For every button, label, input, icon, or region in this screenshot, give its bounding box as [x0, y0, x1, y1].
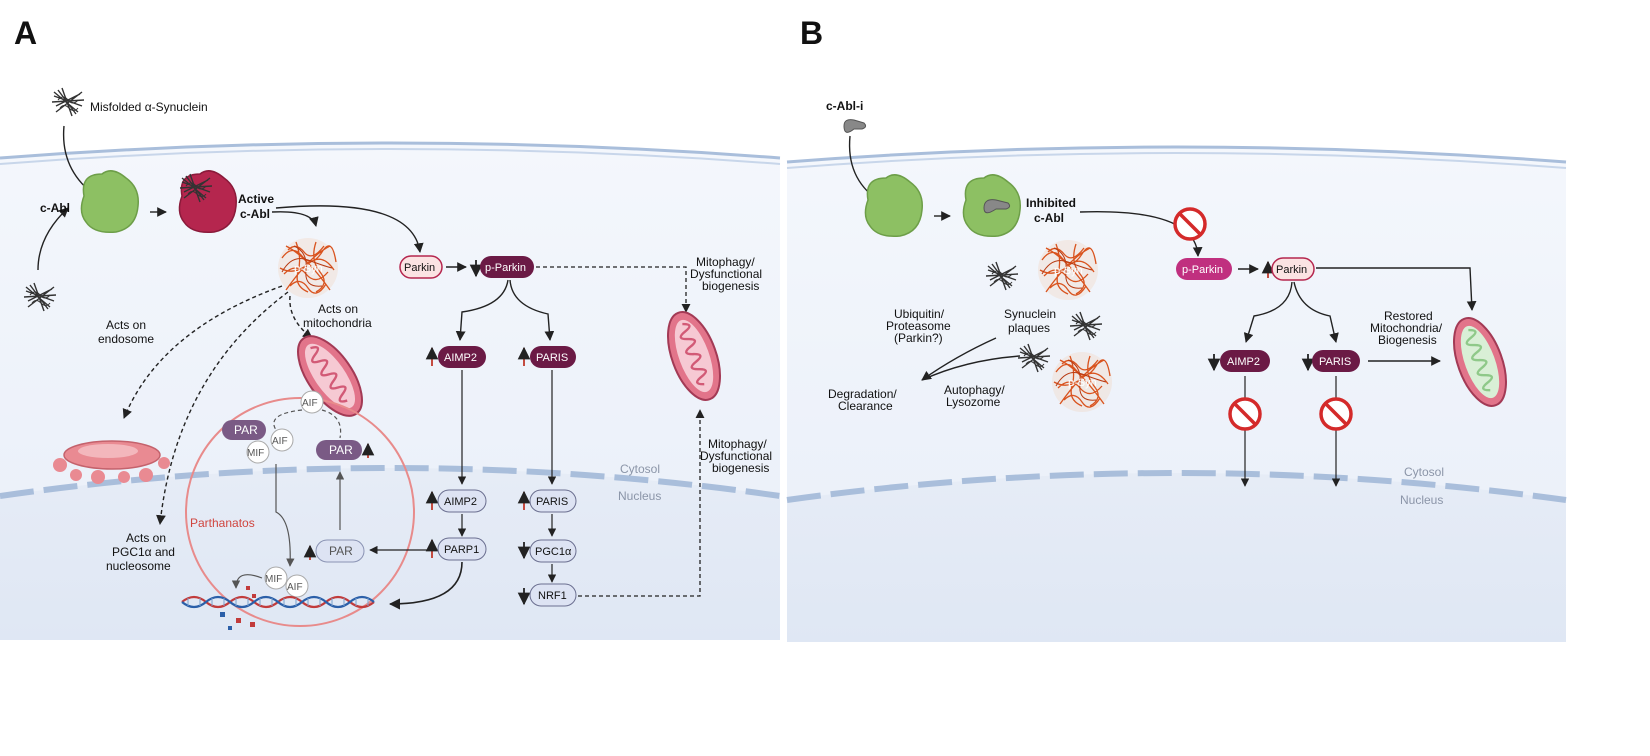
ubiquitin-label-1: Ubiquitin/ [894, 307, 945, 321]
degradation-label-2: Clearance [838, 399, 893, 413]
paris-nuc-pill [529, 489, 577, 513]
paris-cyto-pill [530, 346, 576, 368]
mitophagy-bot-1: Mitophagy/ [708, 437, 767, 451]
paris-nuc-label: PARIS [536, 496, 568, 508]
aimp2-nuc-label: AIMP2 [444, 496, 477, 508]
par-right-label: PAR [329, 443, 353, 457]
nucleus-label-b: Nucleus [1400, 493, 1443, 507]
cytosol-label-b: Cytosol [1404, 465, 1444, 479]
acts-on-pgc-label-2: PGC1α and [112, 545, 175, 559]
ubiquitin-label-2: Proteasome [886, 319, 951, 333]
synuclein-plaques-label-1: Synuclein [1004, 307, 1056, 321]
p-syn-label: p-Syn [294, 263, 323, 275]
inhibitor-icon [983, 199, 1011, 214]
inhibition-icon [1173, 207, 1207, 241]
c-abl-protein-icon [80, 170, 139, 234]
dna-fragments-icon [220, 586, 256, 630]
degradation-label-1: Degradation/ [828, 387, 897, 401]
nucleus-region-b [787, 473, 1566, 642]
nrf1-pill [529, 583, 577, 607]
active-label-1: Active [238, 192, 274, 206]
restored-label-1: Restored [1384, 309, 1433, 323]
p-parkin-b-pill [1176, 258, 1232, 280]
cytosol-label-a: Cytosol [620, 462, 660, 476]
aimp2-cyto-label: AIMP2 [444, 352, 477, 364]
aimp2-b-pill [1220, 350, 1270, 372]
misfolded-synuclein-label: Misfolded α-Synuclein [90, 100, 208, 114]
inhibited-label-2: c-Abl [1034, 211, 1064, 225]
restored-label-3: Biogenesis [1378, 333, 1437, 347]
acts-on-mito-label-1: Acts on [318, 302, 358, 316]
paris-b-pill [1312, 350, 1360, 372]
aimp2-b-label: AIMP2 [1227, 356, 1260, 368]
pgc1a-pill [529, 539, 577, 563]
mitophagy-top-2: Dysfunctional [690, 267, 762, 281]
aif-top-label: AIF [302, 398, 318, 409]
p-syn-b-label-2: p-Syn [1068, 377, 1097, 389]
parthanatos-circle [185, 397, 415, 627]
par-nuc-label: PAR [329, 544, 353, 558]
fibril-icon [51, 87, 85, 117]
aif-low-label: AIF [287, 582, 303, 593]
paris-b-label: PARIS [1319, 356, 1351, 368]
parp1-label: PARP1 [444, 544, 479, 556]
membrane-b [786, 145, 1567, 164]
parkin-b-pill [1271, 257, 1315, 281]
c-abl-protein-icon [864, 174, 923, 238]
p-parkin-b-label: p-Parkin [1182, 264, 1223, 276]
panel-a-letter: A [14, 15, 37, 51]
paris-cyto-label: PARIS [536, 352, 568, 364]
aif-mid-label: AIF [272, 436, 288, 447]
acts-on-mito-label-2: mitochondria [303, 316, 372, 330]
inhibited-label-1: Inhibited [1026, 196, 1076, 210]
endosome-icon [53, 440, 170, 484]
parkin-b-label: Parkin [1276, 264, 1307, 276]
par-right-pill [316, 440, 362, 460]
pgc1a-label: PGC1α [535, 546, 572, 558]
mitophagy-top-3: biogenesis [702, 279, 759, 293]
autophagy-label-2: Lysozome [946, 395, 1001, 409]
p-syn-b-label-1: p-Syn [1054, 265, 1083, 277]
nrf1-label: NRF1 [538, 590, 567, 602]
parthanatos-label: Parthanatos [190, 516, 255, 530]
panel-b: B c-Abl-i Inhibited c-Abl p-Parkin Parki… [786, 15, 1567, 642]
p-parkin-label: p-Parkin [485, 262, 526, 274]
ubiquitin-label-3: (Parkin?) [894, 331, 943, 345]
nucleus-label-a: Nucleus [618, 489, 661, 503]
nuclear-envelope-b [786, 470, 1567, 503]
active-label-2: c-Abl [240, 207, 270, 221]
c-abl-label: c-Abl [40, 201, 70, 215]
nuclear-envelope-a [0, 465, 781, 499]
panel-b-letter: B [800, 15, 823, 51]
par-left-pill [222, 420, 266, 440]
inhibition-icon [1228, 397, 1262, 431]
p-parkin-pill [480, 256, 534, 278]
mitophagy-bot-2: Dysfunctional [700, 449, 772, 463]
mif-low-label: MIF [265, 574, 282, 585]
aimp2-nuc-pill [437, 489, 487, 513]
acts-on-pgc-label-1: Acts on [126, 531, 166, 545]
inhibition-icon [1319, 397, 1353, 431]
acts-on-pgc-label-3: nucleosome [106, 559, 171, 573]
autophagy-label-1: Autophagy/ [944, 383, 1005, 397]
mif-mid-label: MIF [247, 448, 264, 459]
parkin-pill [399, 255, 443, 279]
panel-a: A Misfolded α-Synuclein c-Abl Active c-A… [0, 15, 781, 640]
mitophagy-bot-3: biogenesis [712, 461, 769, 475]
membrane-a [0, 141, 781, 160]
aimp2-cyto-pill [438, 346, 486, 368]
synuclein-plaques-label-2: plaques [1008, 321, 1050, 335]
acts-on-endosome-label-2: endosome [98, 332, 154, 346]
inhibitor-icon [843, 119, 867, 133]
mitophagy-top-1: Mitophagy/ [696, 255, 755, 269]
parp1-pill [437, 537, 487, 561]
restored-label-2: Mitochondria/ [1370, 321, 1443, 335]
acts-on-endosome-label-1: Acts on [106, 318, 146, 332]
parkin-label: Parkin [404, 262, 435, 274]
c-abl-i-label: c-Abl-i [826, 99, 863, 113]
par-left-label: PAR [234, 423, 258, 437]
